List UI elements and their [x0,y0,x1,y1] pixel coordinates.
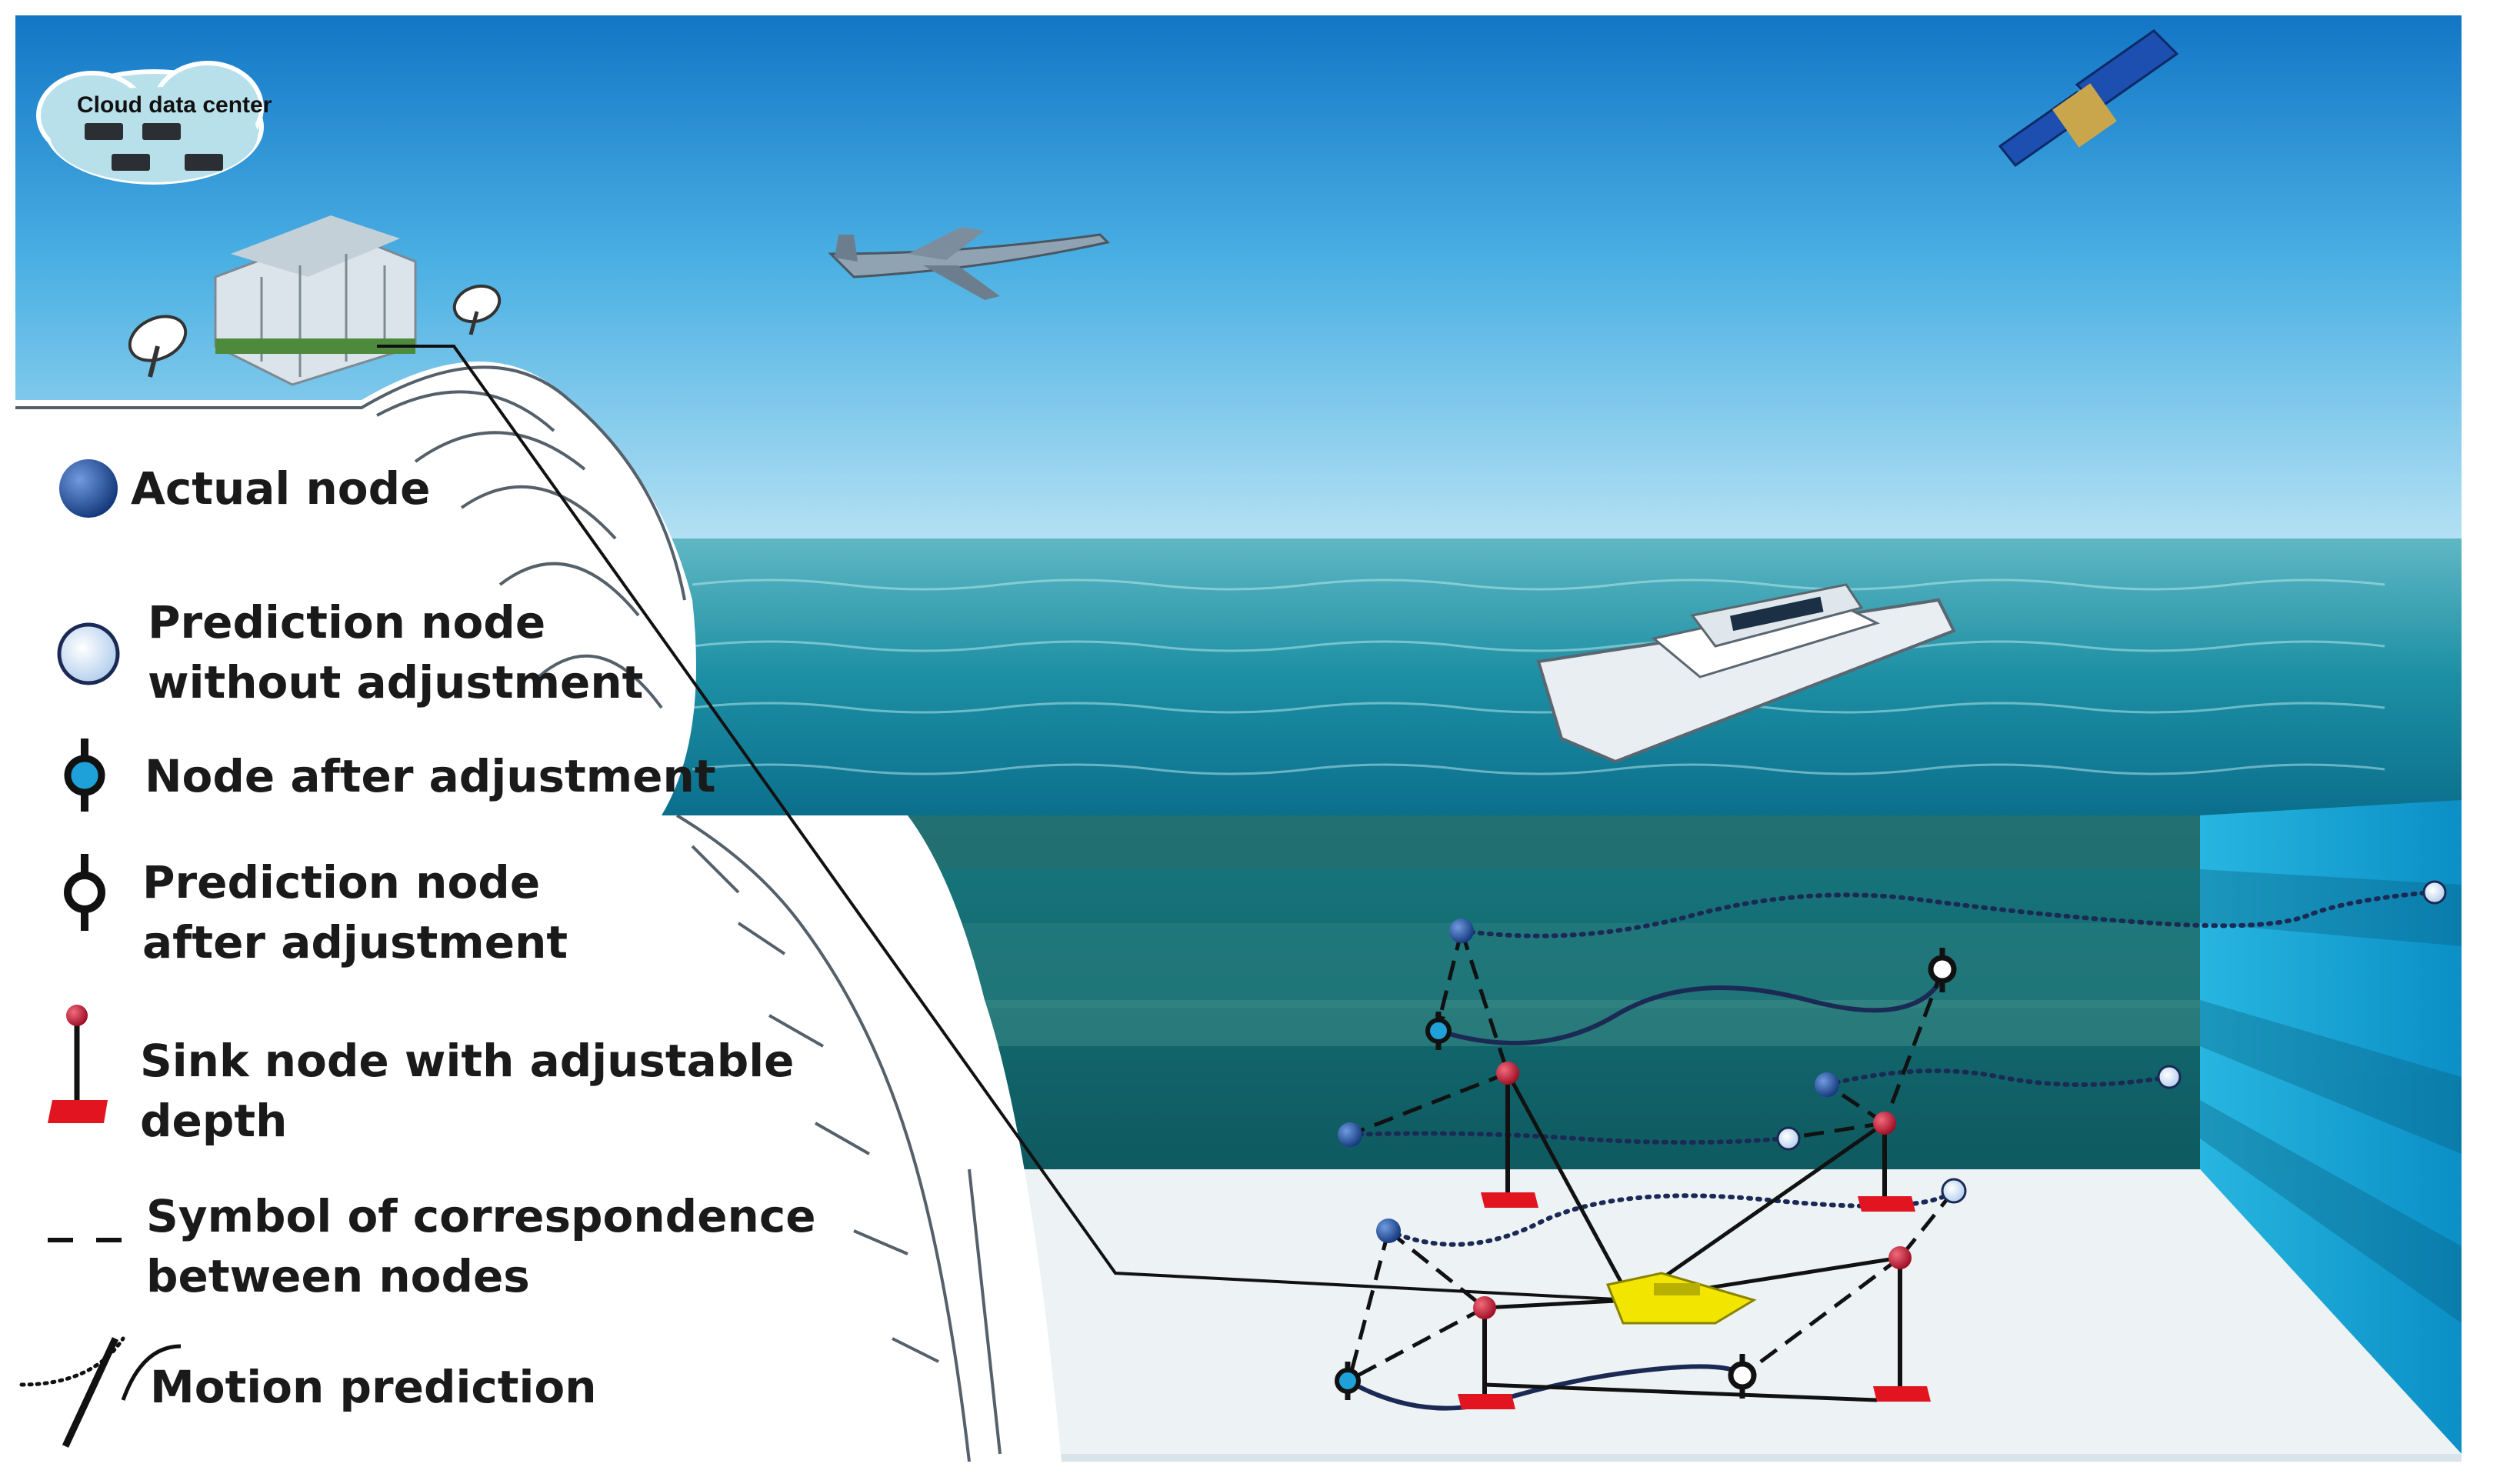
water-right-wall [2200,800,2462,1454]
water-layer-1 [908,815,2200,869]
airplane-icon [828,227,1111,300]
data-center-buildings [214,215,417,386]
actual-node [1815,1072,1839,1097]
legend-prediction-node-label: Prediction node without adjustment [148,596,644,708]
cloud-data-center-label: Cloud data center [77,92,272,118]
legend-adjusted-node-icon [64,738,105,812]
adjusted-prediction-node [1728,1354,1757,1399]
communication-link [377,345,1632,1302]
legend-adjusted-prediction-node-icon [64,854,105,931]
satellite-icon [1998,29,2179,168]
seabed-front [1000,1454,2462,1462]
legend-sink-node-label: Sink node with adjustable depth [140,1035,795,1147]
sink-node [1858,1112,1915,1212]
legend-adjusted-node-label: Node after adjustment [145,750,716,802]
prediction-node [2422,880,2447,905]
legend-prediction-node-icon [57,622,120,685]
prediction-node [1776,1126,1801,1151]
satellite-dish-icon [452,284,502,335]
sink-node [1458,1296,1515,1409]
adjusted-prediction-node [1928,948,1957,992]
cloud-data-center [36,61,264,185]
cliff-edges [15,365,1002,1462]
satellite-dish-icon [128,315,188,378]
auv-icon [1605,1272,1757,1325]
adjusted-node [1425,1012,1452,1050]
legend-motion-prediction-icon [19,1336,182,1448]
legend-correspondence-label: Symbol of correspondence between nodes [146,1190,816,1302]
ship-icon [1536,583,1956,764]
sea-ripples [692,578,2385,775]
cliff [15,362,1062,1462]
sink-node [1873,1246,1931,1402]
adjusted-node [1335,1362,1361,1400]
correspondence-lines [1346,930,1955,1383]
auv-links [1484,1072,1901,1402]
actual-node [1376,1219,1401,1243]
legend-adjusted-prediction-node-label: Prediction node after adjustment [142,856,568,969]
prediction-node [2157,1065,2182,1089]
legend-sink-node-icon [48,1005,108,1123]
actual-node [1449,919,1474,943]
legend-actual-node-label: Actual node [131,462,431,515]
sink-node [1481,1062,1538,1208]
legend-motion-prediction-label: Motion prediction [150,1361,597,1413]
server-icon [85,123,223,171]
legend-actual-node-icon [59,459,118,518]
prediction-node [1941,1178,1967,1204]
actual-node [1338,1122,1362,1147]
